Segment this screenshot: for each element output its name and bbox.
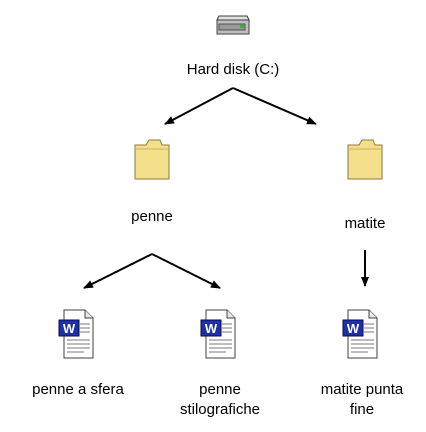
- file-penne-a-sfera-label: penne a sfera: [32, 381, 124, 398]
- svg-text:W: W: [63, 321, 76, 336]
- file-matite-punta-fine-label: matite punta fine: [320, 381, 404, 418]
- file-matite-punta-fine[interactable]: W matite punta fine: [300, 308, 424, 420]
- folder-matite[interactable]: matite: [315, 135, 415, 234]
- svg-text:W: W: [205, 321, 218, 336]
- folder-penne-label: penne: [131, 208, 173, 225]
- svg-text:W: W: [347, 321, 360, 336]
- hard-disk-icon: [216, 15, 250, 35]
- folder-icon: [347, 139, 383, 180]
- arrow-root-to-matite: [232, 87, 317, 125]
- word-document-icon: W: [342, 309, 378, 359]
- file-penne-a-sfera[interactable]: W penne a sfera: [6, 308, 150, 400]
- folder-icon: [134, 139, 170, 180]
- folder-penne[interactable]: penne: [102, 135, 202, 227]
- root-node[interactable]: Hard disk (C:): [163, 10, 303, 80]
- word-document-icon: W: [200, 309, 236, 359]
- folder-matite-label: matite: [344, 215, 386, 232]
- root-label: Hard disk (C:): [186, 61, 280, 78]
- file-penne-stilografiche-label: penne stilografiche: [179, 381, 261, 418]
- arrow-root-to-penne: [164, 87, 234, 125]
- arrow-penne-to-penne-stilografiche: [151, 253, 221, 289]
- word-document-icon: W: [58, 309, 94, 359]
- file-penne-stilografiche[interactable]: W penne stilografiche: [160, 308, 280, 420]
- arrow-penne-to-penne-a-sfera: [83, 253, 153, 289]
